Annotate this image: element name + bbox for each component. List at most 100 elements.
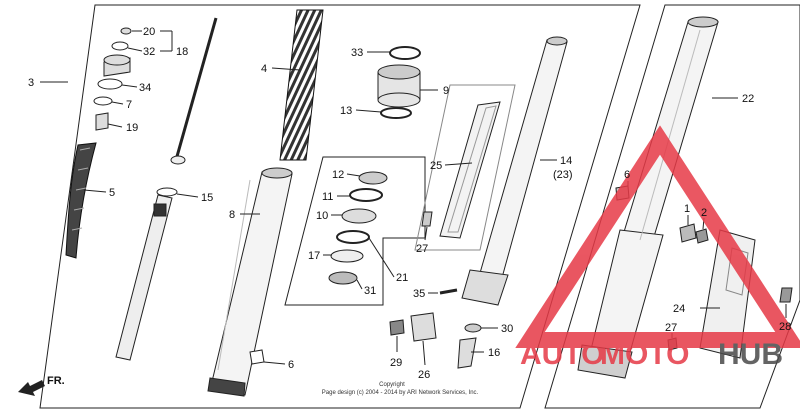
leader-27a [424,226,428,241]
callout-9: 9 [443,85,449,97]
leader-32 [127,47,143,52]
fork-boot-5 [65,142,97,259]
guard-24-slot [725,247,749,296]
callout-8: 8 [229,209,235,221]
inner-tube-body [477,39,568,286]
damper-rod-band [153,203,167,217]
bracket-26 [410,312,437,342]
leader-15 [176,193,199,198]
callout-14: 14 [560,155,572,167]
damper-rod-15 [115,17,218,361]
washer-30 [464,323,482,333]
lower-small-parts [389,312,482,369]
callout-4: 4 [261,63,267,75]
leader-19 [107,123,123,128]
callout-27a: 27 [416,243,428,255]
front-indicator: FR. [18,375,65,396]
callout-20: 20 [143,26,155,38]
fork-cap-group [93,27,132,131]
callout-34: 34 [139,82,151,94]
copyright-line2: Page design (c) 2004 - 2014 by ARI Netwo… [322,390,479,396]
front-label: FR. [47,375,65,387]
left-panel-outline [39,4,641,409]
front-arrow-icon [18,380,45,396]
washer-7 [93,96,113,106]
callout-17: 17 [308,250,320,262]
ring-13 [380,107,412,119]
callout-28: 28 [779,321,791,333]
callout-25: 25 [430,160,442,172]
inner-tube-top [546,36,568,46]
leader-26 [422,340,426,366]
callout-29: 29 [390,357,402,369]
watermark-text-moto: MOTO [600,338,689,371]
callout-19: 19 [126,122,138,134]
leader-21 [368,237,395,278]
callout-13: 13 [340,105,352,117]
leader-lines [40,30,787,366]
copyright-line1: Copyright [379,382,405,388]
fork-guard-inner [447,105,497,233]
bolt-16 [457,337,477,369]
seal-17 [330,249,364,263]
clip-6a [249,349,265,365]
callout-27b: 27 [665,322,677,334]
callout-16: 16 [488,347,500,359]
oil-seal-group [377,46,421,119]
callout-12: 12 [332,169,344,181]
callout-5: 5 [109,187,115,199]
leader-34 [121,84,138,88]
seal-kit-box [284,156,426,306]
leader-5 [83,189,107,193]
watermark-text-hub: HUB [718,338,783,371]
ring-33 [389,46,421,60]
bushing-21 [336,230,370,244]
watermark-text-auto: AUTO [520,338,604,371]
collar-9-bottom [377,92,421,108]
leader-4 [271,67,301,71]
damper-rod-lower [115,194,173,361]
callout-11: 11 [322,191,333,203]
fork-cap-top [103,54,131,66]
fork-spring-4 [279,9,324,161]
fork-guard-25 [439,101,501,239]
outer-tube-highlight [639,29,701,241]
callout-30: 30 [501,323,513,335]
callout-23: (23) [553,169,573,181]
callout-3: 3 [28,77,34,89]
outer-tube-cap [687,16,719,28]
fork-slider-foot [207,377,246,397]
collar-9-top [377,64,421,80]
leader-13 [355,109,382,113]
leader-25 [444,162,473,166]
oring-20 [120,27,132,35]
callout-15: 15 [201,192,213,204]
fork-slider-8 [207,167,293,397]
callout-1: 1 [684,203,690,215]
callout-22: 22 [742,93,754,105]
fork-slider-highlight [217,179,251,371]
seal-kit-stack [328,171,388,285]
callout-33: 33 [351,47,363,59]
callout-6a: 6 [288,359,294,371]
fork-slider-body [209,171,293,396]
seal-12 [358,171,388,185]
seal-31 [328,271,358,285]
callout-21: 21 [396,272,408,284]
watermark: AUTO MOTO HUB [515,125,800,371]
callout-31: 31 [364,285,376,297]
leader-12 [346,173,361,177]
callout-6b: 6 [624,169,630,181]
damper-rod-shaft [174,17,218,161]
inner-tube-14 [461,36,568,306]
spacer-19 [95,112,109,131]
callout-24: 24 [673,303,685,315]
callout-26: 26 [418,369,430,381]
oring-34 [97,78,123,90]
callout-35: 35 [413,288,425,300]
tube-box [414,84,516,251]
callout-10: 10 [316,210,328,222]
bolt-27a [421,211,433,227]
nut-29 [389,319,405,336]
